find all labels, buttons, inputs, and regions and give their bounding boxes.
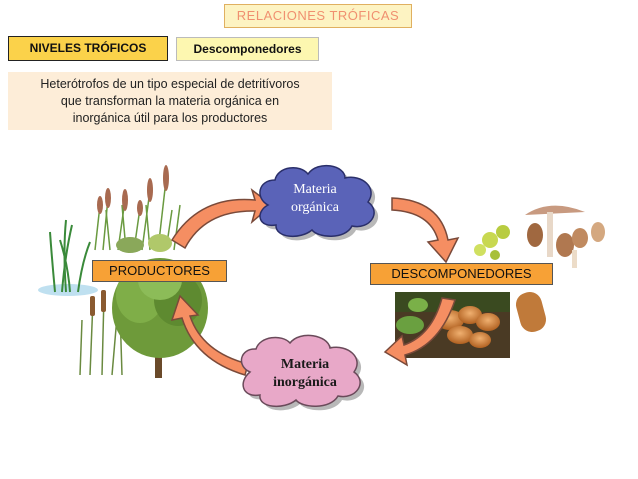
page-title: RELACIONES TRÓFICAS: [224, 4, 412, 28]
arrow-inorganica-to-productores: [170, 294, 249, 376]
productores-label: PRODUCTORES: [92, 260, 227, 282]
description-line-3: inorgánica útil para los productores: [72, 111, 268, 125]
descomponedores-tag: Descomponedores: [176, 37, 319, 61]
description-line-2: que transforman la materia orgánica en: [60, 94, 280, 108]
materia-organica-cloud: [259, 164, 379, 241]
materia-inorganica-line-1: Materia: [280, 357, 330, 372]
niveles-troficos-tag: NIVELES TRÓFICOS: [8, 36, 168, 61]
materia-organica-line-1: Materia: [293, 182, 337, 197]
arrow-productores-to-organica: [170, 188, 274, 250]
arrow-descomponedores-to-inorganica: [383, 297, 456, 367]
description-box: Heterótrofos de un tipo especial de detr…: [8, 72, 332, 130]
materia-inorganica-line-2: inorgánica: [273, 375, 337, 390]
descomponedores-label: DESCOMPONEDORES: [370, 263, 553, 285]
description-line-1: Heterótrofos de un tipo especial de detr…: [40, 77, 300, 91]
arrow-organica-to-descomponedores: [391, 197, 460, 264]
materia-inorganica-cloud: [240, 334, 365, 411]
materia-organica-text: Materia orgánica: [270, 181, 360, 217]
materia-inorganica-text: Materia inorgánica: [250, 356, 360, 392]
materia-organica-line-2: orgánica: [291, 200, 339, 215]
